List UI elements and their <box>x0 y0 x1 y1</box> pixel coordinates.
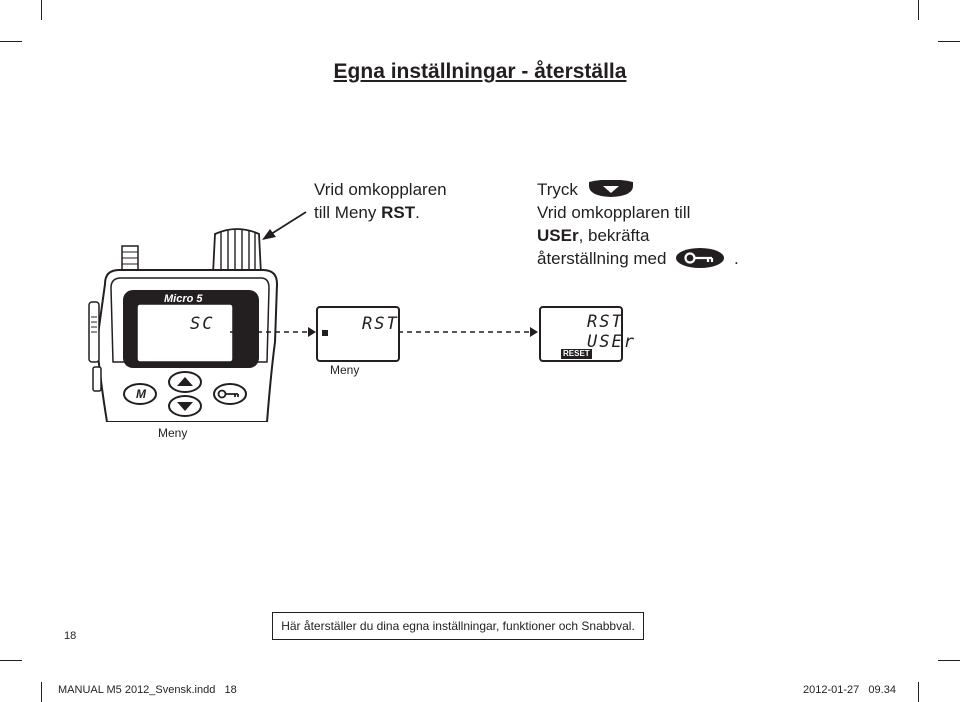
step2-line2: Vrid omkopplaren till <box>537 203 691 222</box>
radio-illustration <box>88 228 279 422</box>
radio-display-text: SC <box>190 314 215 334</box>
step2-line1: Tryck <box>537 178 739 201</box>
crop-mark <box>41 682 42 702</box>
page-title: Egna inställningar - återställa <box>333 60 627 83</box>
crop-mark <box>938 660 960 661</box>
menu-rst-label: RST <box>381 203 416 222</box>
radio-button-m: M <box>136 387 146 401</box>
step1-line1: Vrid omkopplaren <box>314 180 447 199</box>
lcd-display-menu-label: Meny <box>330 363 360 377</box>
lcd-display-reset-line2: USEr <box>587 332 636 352</box>
step1-instruction: Vrid omkopplaren till Meny RST. <box>314 178 447 224</box>
key-button-icon <box>676 248 725 268</box>
crop-mark <box>0 41 22 42</box>
crop-mark <box>0 660 22 661</box>
crop-mark <box>41 0 42 20</box>
radio-brand: Micro 5 <box>164 293 203 305</box>
lcd-display-reset: RST USEr RESET <box>539 306 634 362</box>
rotary-knob-icon <box>212 228 262 275</box>
step2-instruction: Tryck Vrid omkopplaren till USEr, bekräf… <box>537 178 739 270</box>
lcd-indicator <box>322 330 328 336</box>
step2-line3: USEr, bekräfta <box>537 226 650 245</box>
pointer-arrow <box>262 211 307 240</box>
footer-timestamp: 2012-01-27 09.34 <box>803 684 896 696</box>
key-icon <box>217 389 239 399</box>
radio-menu-label: Meny <box>158 426 188 440</box>
connector-dashed-1 <box>230 327 316 337</box>
crop-mark <box>918 682 919 702</box>
down-button-icon <box>588 179 633 197</box>
step2-line4: återställning med . <box>537 248 739 268</box>
footer-file: MANUAL M5 2012_Svensk.indd 18 <box>58 684 237 696</box>
crop-mark <box>918 0 919 20</box>
step1-line2: till Meny RST. <box>314 203 420 222</box>
crop-mark <box>938 41 960 42</box>
lcd-display-reset-line1: RST <box>587 312 624 332</box>
page-number: 18 <box>64 630 77 642</box>
lcd-display-menu: RST <box>316 306 400 362</box>
caption-box: Här återställer du dina egna inställning… <box>272 612 644 640</box>
connector-dashed-2 <box>398 327 538 337</box>
user-label: USEr <box>537 226 579 245</box>
lcd-display-menu-text: RST <box>362 314 399 334</box>
reset-badge: RESET <box>561 349 592 359</box>
